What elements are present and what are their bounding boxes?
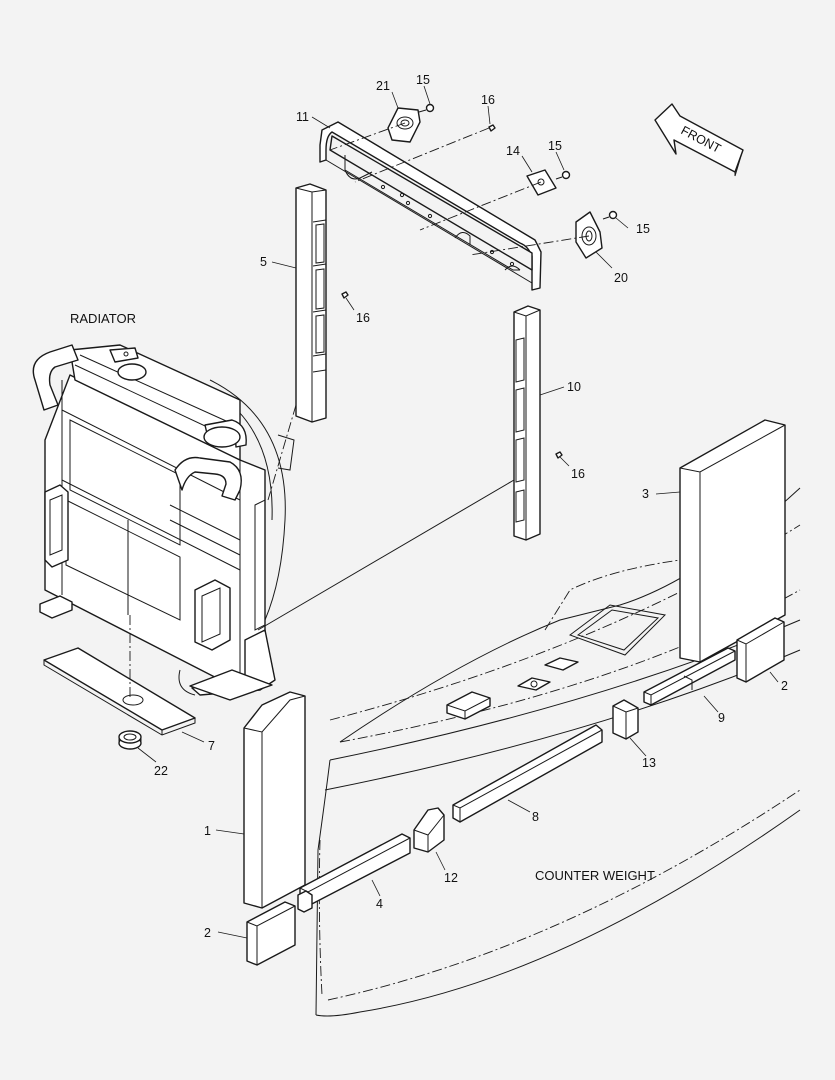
counter-weight-title: COUNTER WEIGHT: [535, 868, 655, 883]
callout-22: 22: [154, 764, 168, 778]
callout-16: 16: [571, 467, 585, 481]
part-15-bolt-a: [418, 103, 435, 113]
radiator-title: RADIATOR: [70, 311, 136, 326]
part-14-plate: [526, 169, 557, 196]
callout-13: 13: [642, 756, 656, 770]
part-5-vertical-seal: [295, 183, 327, 423]
part-2-right-block: [736, 617, 785, 683]
callout-16: 16: [481, 93, 495, 107]
callout-9: 9: [718, 711, 725, 725]
part-22-grommet: [118, 730, 142, 750]
frame-holes: [380, 184, 515, 267]
callout-14: 14: [506, 144, 520, 158]
callout-8: 8: [532, 810, 539, 824]
callout-12: 12: [444, 871, 458, 885]
callout-20: 20: [614, 271, 628, 285]
part-2-left-block: [246, 901, 296, 966]
callout-labels: 21 15 16 11 14 15 15 20 5 16 10 16 3 2 9…: [154, 73, 788, 940]
part-4-bar: [297, 833, 411, 913]
part-1-side-plate: [243, 691, 306, 909]
part-10-vertical-seal: [513, 305, 541, 541]
part-16-bolt-a: [488, 124, 496, 132]
part-16-bolt-b: [341, 291, 349, 299]
leader-lines: [137, 85, 779, 939]
part-9-bar: [643, 647, 736, 706]
part-11-top-frame: [319, 121, 542, 291]
callout-5: 5: [260, 255, 267, 269]
callout-21: 21: [376, 79, 390, 93]
part-12-wedge: [413, 807, 445, 853]
part-8-long-bar: [452, 724, 603, 823]
callout-10: 10: [567, 380, 581, 394]
part-7-plate: [43, 647, 196, 736]
radiator-assembly: [32, 344, 295, 701]
callout-7: 7: [208, 739, 215, 753]
callout-16: 16: [356, 311, 370, 325]
callout-11: 11: [296, 110, 309, 124]
callout-1: 1: [204, 824, 211, 838]
callout-15: 15: [548, 139, 562, 153]
callout-2: 2: [204, 926, 211, 940]
callout-15: 15: [416, 73, 430, 87]
part-3-side-plate: [679, 419, 786, 663]
part-13-block: [612, 699, 639, 740]
callout-3: 3: [642, 487, 649, 501]
front-direction-arrow: FRONT: [654, 103, 744, 177]
callout-2: 2: [781, 679, 788, 693]
part-15-bolt-c: [602, 210, 618, 220]
part-20-bracket: [575, 211, 603, 259]
callout-15: 15: [636, 222, 650, 236]
callout-4: 4: [376, 897, 383, 911]
part-15-bolt-b: [555, 170, 571, 180]
part-21-bracket: [387, 107, 421, 143]
part-16-bolt-c: [555, 451, 563, 459]
